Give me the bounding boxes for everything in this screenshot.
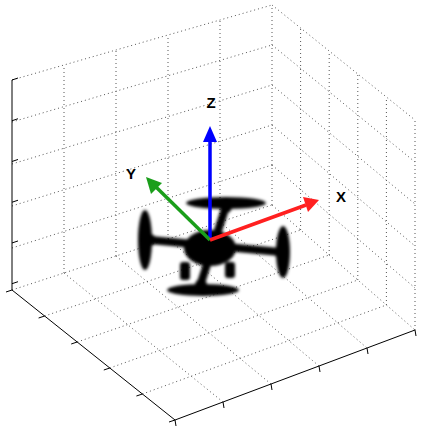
axis-edge — [6, 290, 12, 292]
grid-line — [142, 305, 386, 394]
grid-line — [12, 5, 272, 80]
grid-line — [272, 45, 415, 162]
axis-edge — [104, 368, 110, 370]
grid-line — [45, 230, 301, 316]
grid-line — [12, 85, 272, 164]
axis-arrows — [146, 126, 319, 240]
axis-label-box: X — [336, 188, 346, 206]
axis-edge — [271, 384, 272, 390]
axis-edge — [12, 241, 18, 243]
axis-label: X — [336, 188, 346, 205]
grid-line — [357, 74, 358, 280]
grid-line — [116, 50, 117, 256]
axis-edge — [175, 330, 415, 420]
axis-edge — [169, 420, 175, 422]
axis-label-box: Y — [126, 165, 136, 183]
axis-edge — [223, 402, 224, 408]
axis-edge — [12, 119, 18, 121]
grid-line — [272, 125, 415, 246]
grid-line — [386, 97, 387, 305]
grid-line — [272, 165, 415, 288]
grid-line — [300, 28, 301, 230]
grid-line — [12, 125, 272, 206]
quadrotor-body — [138, 197, 290, 296]
grid-line — [12, 205, 272, 290]
grid-lines — [12, 5, 415, 402]
grid-line — [64, 65, 65, 273]
axis-edge — [71, 342, 77, 344]
axis-edge — [12, 282, 18, 284]
axis-edge — [136, 394, 142, 396]
axis-label-box: Z — [206, 94, 215, 112]
axis-edge — [12, 290, 175, 420]
axis-edge — [12, 80, 13, 290]
grid-line — [116, 256, 271, 384]
axis-edge — [12, 159, 18, 161]
grid-line — [272, 5, 415, 120]
grid-line — [220, 20, 221, 222]
axis-label: Z — [206, 94, 215, 111]
axis-edge — [12, 78, 18, 80]
axis-edge — [175, 420, 176, 426]
axis-edge — [12, 200, 18, 202]
axis-label: Y — [126, 165, 136, 182]
axis-edge — [415, 330, 416, 336]
grid-line — [272, 5, 273, 205]
axis-edge — [319, 366, 320, 372]
grid-line — [415, 120, 416, 330]
grid-line — [168, 35, 169, 239]
grid-line — [220, 222, 367, 348]
axis-edge — [39, 316, 45, 318]
box-edges — [6, 78, 416, 426]
axis-edge — [367, 348, 368, 354]
grid-line — [110, 280, 358, 368]
grid-line — [329, 51, 330, 255]
grid-line — [272, 205, 415, 330]
grid-line — [12, 45, 272, 122]
